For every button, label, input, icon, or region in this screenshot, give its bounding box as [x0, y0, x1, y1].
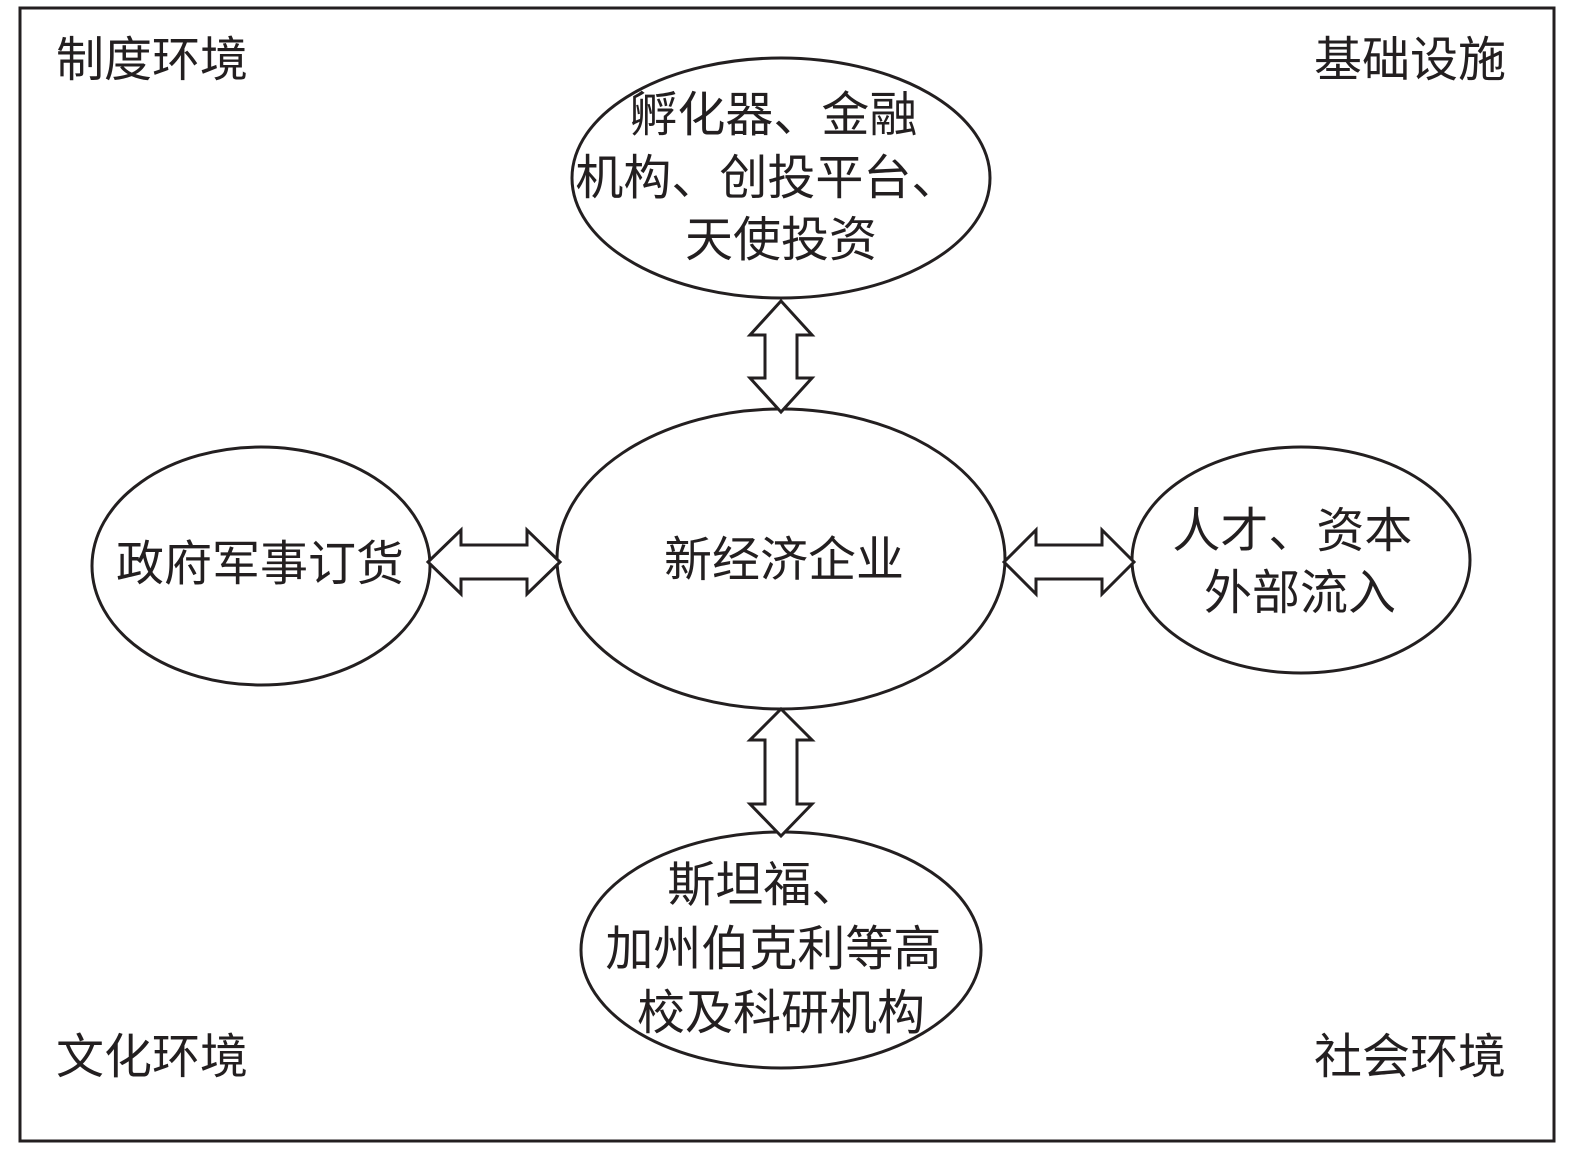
node-center-text: 新经济企业 [664, 532, 904, 588]
node-right-line-1: 人才、资本 [1172, 503, 1412, 559]
node-right-ellipse [1130, 445, 1472, 675]
outer-frame [18, 6, 1556, 1143]
node-bottom-line-2: 加州伯克利等高 [605, 921, 941, 977]
corner-label-top-right: 基础设施 [1314, 32, 1506, 88]
corner-label-bottom-right: 社会环境 [1314, 1029, 1506, 1085]
node-top-line-3: 天使投资 [685, 212, 877, 268]
corner-label-bottom-left: 文化环境 [56, 1029, 248, 1085]
arrow-center-bottom [746, 706, 816, 839]
node-top-line-1: 孵化器、金融 [629, 87, 917, 143]
arrow-left-center [425, 526, 563, 598]
node-bottom-text: 斯坦福、 加州伯克利等高 校及科研机构 [605, 857, 956, 1041]
corner-label-top-left: 制度环境 [56, 32, 248, 88]
node-top-text: 孵化器、金融 机构、创投平台、 天使投资 [575, 87, 974, 268]
arrow-top-center [746, 298, 816, 415]
node-bottom-line-3: 校及科研机构 [637, 985, 925, 1041]
node-right-text: 人才、资本 外部流入 [1172, 503, 1427, 621]
node-top-line-2: 机构、创投平台、 [575, 150, 959, 206]
node-left-text: 政府军事订货 [116, 536, 404, 592]
node-right-line-2: 外部流入 [1204, 565, 1396, 621]
arrow-center-right [1001, 526, 1137, 598]
node-top-ellipse [570, 56, 992, 300]
node-bottom-line-1: 斯坦福、 [667, 857, 859, 913]
